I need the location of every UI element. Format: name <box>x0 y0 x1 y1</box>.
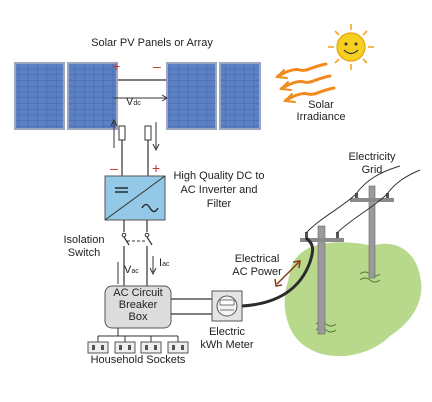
power-pole-icon <box>300 225 344 335</box>
array-title: Solar PV Panels or Array <box>91 37 213 49</box>
grid-wires <box>305 165 421 234</box>
irradiance-label-1: Solar <box>308 99 334 111</box>
breaker-label-3: Box <box>128 311 148 323</box>
breaker-label-2: Breaker <box>118 299 158 311</box>
vdc-arrow-head <box>161 94 168 102</box>
dc-ac-inverter-symbol-icon <box>141 203 159 213</box>
panel-positive-sign: + <box>112 58 121 74</box>
grid-label-1: Electricity <box>348 151 396 163</box>
panel-negative-sign: – <box>153 58 161 74</box>
irradiance-arrows-icon <box>274 62 336 103</box>
breaker-label-1: AC Circuit <box>113 287 163 299</box>
inverter-positive-sign: + <box>152 160 161 176</box>
meter-label-2: kWh Meter <box>200 339 254 351</box>
switch-icon <box>120 232 153 246</box>
inverter-label-3: Filter <box>206 198 232 210</box>
ac-power-label-1: Electrical <box>234 253 280 265</box>
isolation-label-1: Isolation <box>63 234 105 246</box>
socket-icon <box>140 341 162 354</box>
meter-label-1: Electric <box>208 326 246 338</box>
sockets-label: Household Sockets <box>90 354 186 366</box>
ac-grid-cable <box>241 236 315 308</box>
socket-icon <box>87 341 109 354</box>
socket-icon <box>114 341 136 354</box>
socket-icon <box>167 341 189 354</box>
ac-power-label-2: AC Power <box>232 266 282 278</box>
inverter-negative-sign: – <box>110 160 118 176</box>
inverter-box <box>104 175 166 221</box>
inverter-label-1: High Quality DC to <box>173 170 265 182</box>
solar-panel-4 <box>219 62 261 130</box>
fuse-icon <box>118 125 126 141</box>
grid-label-2: Grid <box>361 164 383 176</box>
inverter-label-2: AC Inverter and <box>180 184 258 196</box>
isolation-label-2: Switch <box>67 247 101 259</box>
sun-icon <box>328 24 374 70</box>
vdc-label: Vdc <box>126 96 141 108</box>
solar-panel-1 <box>14 62 65 130</box>
solar-panel-3 <box>166 62 217 130</box>
solar-panel-2 <box>67 62 118 130</box>
bidirectional-power-arrow-icon <box>274 260 301 287</box>
socket-wiring <box>97 328 179 342</box>
ground-area <box>284 242 422 357</box>
fuse-icon <box>144 125 152 141</box>
iac-label: Iac <box>159 257 170 269</box>
vac-label: Vac <box>124 264 139 276</box>
breaker-box <box>104 285 172 329</box>
irradiance-label-2: Irradiance <box>296 111 346 123</box>
power-pole-icon <box>350 185 394 279</box>
kwh-meter-icon <box>211 290 243 322</box>
